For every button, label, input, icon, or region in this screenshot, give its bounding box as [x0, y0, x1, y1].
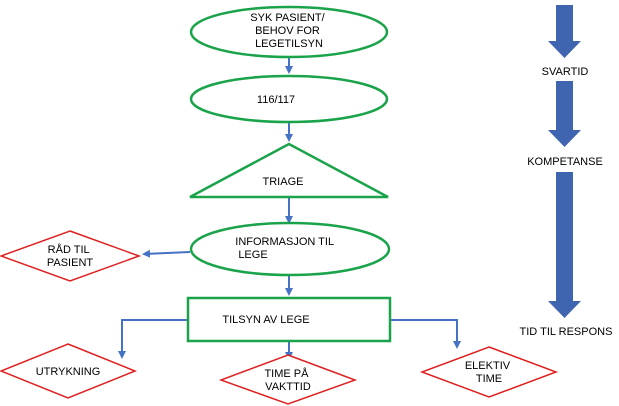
advice-line-2: PASIENT: [47, 257, 94, 269]
node-doctor-visit: TILSYN AV LEGE: [186, 296, 392, 343]
elective-line-1: ELEKTIV: [465, 360, 511, 372]
advice-line-1: RÅD TIL: [48, 243, 90, 256]
svg-text:ELEKTIV TIME: ELEKTIV TIME: [465, 360, 513, 385]
big-arrow-1: [548, 5, 581, 58]
svg-text:SYK PASIENT/ BEHOV FOR: SYK PASIENT/ BEHOV FOR LEGETILSYN: [250, 12, 327, 50]
svg-text:INFORMASJON TIL LEGE: INFORMASJON TIL LEGE: [235, 236, 336, 261]
phone-label: 116/117: [257, 94, 295, 106]
advice-diamond: [0, 230, 142, 282]
label-response-time: SVARTID: [542, 66, 589, 78]
side-indicators: SVARTID KOMPETANSE TID TIL RESPONS: [520, 5, 613, 338]
emergency-diamond: [0, 343, 138, 399]
sick-patient-line-2: BEHOV FOR: [255, 25, 320, 37]
emergency-label: UTRYKNING: [36, 366, 101, 378]
node-phone: 116/117: [189, 74, 389, 124]
svg-text:TILSYN AV LEGE: TILSYN AV LEGE: [222, 314, 309, 326]
triage-label: TRIAGE: [263, 176, 304, 188]
triage-triangle: [189, 142, 389, 199]
arrow-info-to-advice: [142, 249, 191, 258]
doctor-visit-box: [186, 296, 392, 343]
sick-patient-ellipse: [189, 5, 389, 59]
big-arrow-3: [548, 172, 581, 318]
svg-text:RÅD TIL PASIENT: RÅD TIL PASIENT: [47, 243, 94, 269]
label-time-to-response: TID TIL RESPONS: [520, 326, 613, 338]
node-advice: RÅD TIL PASIENT: [0, 230, 142, 282]
big-arrow-2: [548, 81, 581, 147]
elective-line-2: TIME: [476, 373, 502, 385]
svg-text:UTRYKNING: UTRYKNING: [36, 366, 101, 378]
svg-text:TIME PÅ VAKTTID: TIME PÅ VAKTTID: [264, 367, 311, 393]
svg-text:TRIAGE: TRIAGE: [263, 176, 304, 188]
doctor-visit-label: TILSYN AV LEGE: [222, 314, 309, 326]
arrow-visit-to-emergency: [118, 319, 188, 359]
arrow-visit-to-elective: [390, 319, 461, 349]
appointment-duty-diamond: [218, 354, 358, 405]
info-doctor-line-1: INFORMASJON TIL: [235, 236, 334, 248]
node-emergency: UTRYKNING: [0, 343, 138, 399]
sick-patient-line-3: LEGETILSYN: [255, 38, 323, 50]
elective-diamond: [419, 346, 559, 398]
appointment-duty-line-1: TIME PÅ: [264, 367, 309, 380]
sick-patient-line-1: SYK PASIENT/: [250, 12, 325, 24]
node-sick-patient: SYK PASIENT/ BEHOV FOR LEGETILSYN: [189, 5, 389, 59]
node-elective: ELEKTIV TIME: [419, 346, 559, 398]
node-appointment-duty: TIME PÅ VAKTTID: [218, 354, 358, 405]
node-info-doctor: INFORMASJON TIL LEGE: [189, 221, 391, 277]
appointment-duty-line-2: VAKTTID: [265, 381, 311, 393]
phone-ellipse: [189, 74, 389, 124]
node-triage: TRIAGE: [189, 142, 389, 199]
info-doctor-line-2: LEGE: [238, 249, 267, 261]
connectors: [118, 57, 461, 360]
svg-text:116/117: 116/117: [257, 94, 295, 106]
label-competence: KOMPETANSE: [527, 156, 603, 168]
info-doctor-ellipse: [189, 221, 391, 277]
